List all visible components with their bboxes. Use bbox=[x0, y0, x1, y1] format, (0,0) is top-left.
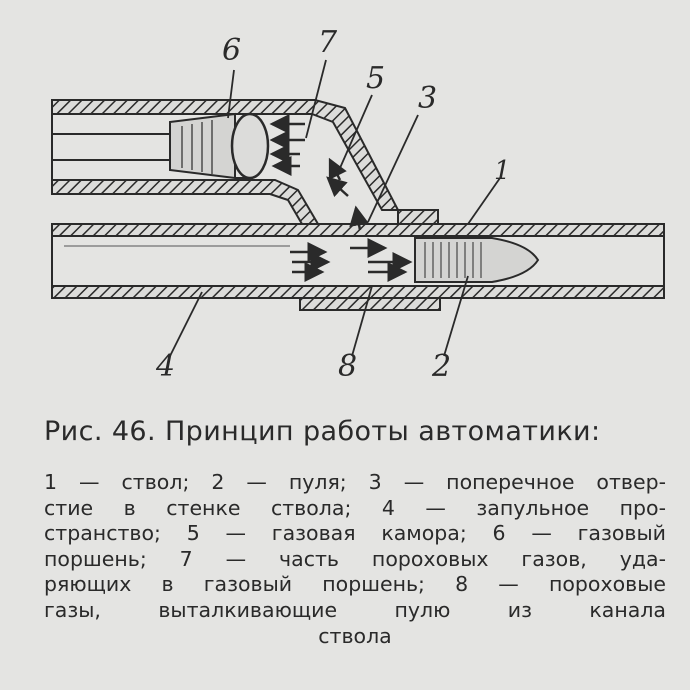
label-4: 4 bbox=[156, 349, 176, 384]
leader-lines bbox=[169, 59, 501, 357]
label-5: 5 bbox=[366, 61, 386, 96]
gas-flow-arrows bbox=[269, 114, 413, 282]
gas-block bbox=[299, 209, 441, 311]
legend-line: ряющих в газовый поршень; 8 — пороховые bbox=[44, 572, 666, 597]
label-3: 3 bbox=[418, 81, 438, 116]
label-2: 2 bbox=[432, 349, 452, 384]
label-8: 8 bbox=[338, 349, 358, 384]
gas-operation-diagram bbox=[51, 59, 665, 357]
label-6: 6 bbox=[222, 33, 242, 68]
gas-cylinder bbox=[51, 99, 400, 225]
legend-line: газы, выталкивающие пулю из канала bbox=[44, 597, 666, 622]
figure-legend: 1 — ствол; 2 — пуля; 3 — поперечное отве… bbox=[44, 470, 666, 649]
label-7: 7 bbox=[318, 25, 338, 60]
legend-line: поршень; 7 — часть пороховых газов, уда- bbox=[44, 546, 666, 571]
legend-line: 1 — ствол; 2 — пуля; 3 — поперечное отве… bbox=[44, 470, 666, 494]
barrel bbox=[51, 223, 665, 299]
bullet bbox=[414, 237, 540, 283]
figure-caption-title: Рис. 46. Принцип работы автоматики: bbox=[44, 416, 601, 447]
label-1: 1 bbox=[494, 156, 511, 186]
gas-piston bbox=[52, 112, 270, 180]
legend-line: стие в стенке ствола; 4 — запульное про- bbox=[44, 495, 666, 520]
legend-line: странство; 5 — газовая камора; 6 — газов… bbox=[44, 521, 666, 546]
legend-line: ствола bbox=[318, 623, 392, 648]
